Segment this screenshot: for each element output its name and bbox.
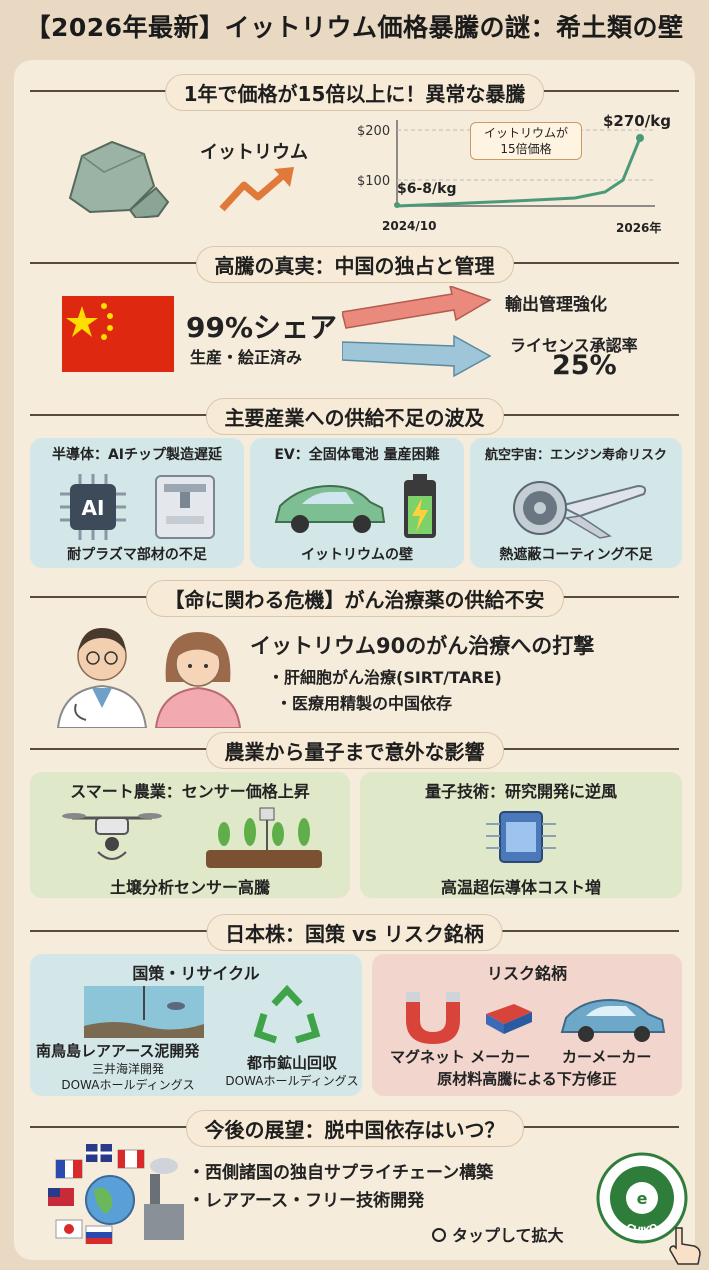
national-policy-card: 国策・リサイクル 南鳥島レアアース泥開発 三井海洋開発 DOWAホールディングス… xyxy=(30,954,362,1096)
car-icon xyxy=(560,998,666,1042)
smart-agri-card: スマート農業：センサー価格上昇 土壌分析センサー高騰 xyxy=(30,772,350,898)
urban-mining-label: 都市鉱山回収 xyxy=(246,1054,337,1072)
risk-stocks-card: リスク銘柄 マグネット メーカー カーメーカー 原材料高騰による下方修正 xyxy=(372,954,682,1096)
electric-car-icon xyxy=(274,484,386,533)
magnet-icon xyxy=(406,992,460,1044)
pointer-hand-icon xyxy=(669,1227,701,1265)
cancer-subtitle: イットリウム90のがん治療への打撃 xyxy=(250,634,595,658)
quantum-card: 量子技術：研究開発に逆風 高温超伝導体コスト増 xyxy=(360,772,682,898)
china-share: 99%シェア xyxy=(186,311,338,344)
china-flag-icon xyxy=(62,296,174,372)
section-heading: 日本株：国策 vs リスク銘柄 xyxy=(206,914,503,951)
card-caption: 耐プラズマ部材の不足 xyxy=(67,547,207,563)
jet-engine-icon xyxy=(513,481,647,539)
trend-up-arrow-icon xyxy=(219,167,294,212)
card-title: 国策・リサイクル xyxy=(132,964,260,983)
section-china-monopoly-header: 高騰の真実：中国の独占と管理 xyxy=(30,246,679,283)
section-outlook-header: 今後の展望：脱中国依存はいつ？ xyxy=(30,1110,679,1147)
license-rate-label: ライセンス承認率 xyxy=(510,336,638,355)
magnet-maker-label: マグネット メーカー xyxy=(390,1048,531,1066)
superconductor-icon xyxy=(486,811,556,863)
card-title: 航空宇宙：エンジン寿命リスク xyxy=(484,448,667,463)
section-heading: 1年で価格が15倍以上に！異常な暴騰 xyxy=(164,74,545,111)
outlook-bullet-1: ・西側諸国の独自サプライチェーン構築 xyxy=(188,1163,494,1183)
material-label: イットリウム xyxy=(200,142,308,163)
export-control-label: 輸出管理強化 xyxy=(505,295,607,315)
company-dowa-1: DOWAホールディングス xyxy=(61,1078,195,1092)
china-share-sub: 生産・絵正済み xyxy=(190,348,303,367)
svg-text:e: e xyxy=(637,1189,648,1208)
cancer-bullet-1: ・肝細胞がん治療(SIRT/TARE) xyxy=(268,668,502,687)
risk-caption: 原材料高騰による下方修正 xyxy=(437,1070,617,1088)
section-heading: 農業から量子まで意外な影響 xyxy=(205,732,504,769)
seabed-mining-icon xyxy=(84,986,204,1038)
y-tick-200: $200 xyxy=(357,124,390,139)
card-title: EV：全固体電池 量産困難 xyxy=(274,447,440,463)
end-point xyxy=(636,134,644,142)
drone-icon xyxy=(62,813,162,860)
ev-card: EV：全固体電池 量産困難 イットリウムの壁 xyxy=(250,438,464,568)
section-agri-quantum-header: 農業から量子まで意外な影響 xyxy=(30,732,679,769)
section-price-surge-header: 1年で価格が15倍以上に！異常な暴騰 xyxy=(30,74,679,111)
section-heading: 高騰の真実：中国の独占と管理 xyxy=(195,246,514,283)
recycle-icon xyxy=(253,984,321,1044)
patient-icon xyxy=(154,632,242,728)
company-mitsui: 三井海洋開発 xyxy=(91,1062,164,1076)
seabed-mining-label: 南鳥島レアアース泥開発 xyxy=(36,1042,200,1060)
machine-icon xyxy=(155,475,215,539)
card-caption: 土壌分析センサー高騰 xyxy=(109,878,270,897)
card-title: 半導体：AIチップ製造遅延 xyxy=(51,447,223,463)
price-line-chart: $200 $100 xyxy=(357,120,655,208)
magnifier-icon xyxy=(432,1228,446,1242)
semiconductor-card: 半導体：AIチップ製造遅延 AI 耐プラズマ部材の不足 xyxy=(30,438,244,568)
globe-flags-icon xyxy=(48,1144,184,1244)
section-heading: 【命に関わる危機】がん治療薬の供給不安 xyxy=(145,580,564,617)
echo-station-badge: e ECHO STATION CHIKO xyxy=(596,1152,688,1244)
license-rate-value: 25% xyxy=(552,350,617,381)
section-heading: 今後の展望：脱中国依存はいつ？ xyxy=(185,1110,524,1147)
card-caption: 熱遮蔽コーティング不足 xyxy=(499,547,653,563)
card-title: 量子技術：研究開発に逆風 xyxy=(424,782,617,801)
yttrium-rock-icon xyxy=(68,140,170,218)
bar-magnet-icon xyxy=(486,1004,532,1034)
crop-field-icon xyxy=(206,807,322,868)
aerospace-card: 航空宇宙：エンジン寿命リスク 熱遮蔽コーティング不足 xyxy=(470,438,682,568)
svg-text:CHIKO: CHIKO xyxy=(624,1222,660,1237)
section-industry-header: 主要産業への供給不足の波及 xyxy=(30,398,679,435)
battery-icon xyxy=(404,474,436,538)
ai-chip-icon: AI xyxy=(60,474,126,540)
chart-start-label: $6-8/kg xyxy=(397,181,457,197)
outlook-bullet-2: ・レアアース・フリー技術開発 xyxy=(188,1191,425,1211)
tap-to-zoom-link[interactable]: タップして拡大 xyxy=(432,1222,564,1246)
card-caption: 高温超伝導体コスト増 xyxy=(440,878,601,897)
chart-annotation: イットリウムが 15倍価格 xyxy=(470,122,582,160)
card-caption: イットリウムの壁 xyxy=(301,547,413,563)
chip-label: AI xyxy=(82,496,105,520)
x-tick-start: 2024/10 xyxy=(382,219,437,233)
section-cancer-treatment-header: 【命に関わる危機】がん治療薬の供給不安 xyxy=(30,580,679,617)
x-tick-end: 2026年 xyxy=(616,221,662,235)
policy-arrows xyxy=(342,286,492,378)
y-tick-100: $100 xyxy=(357,174,390,189)
chart-end-label: $270/kg xyxy=(603,112,671,130)
company-dowa-2: DOWAホールディングス xyxy=(225,1074,359,1088)
badge-bottom-text: CHIKO xyxy=(624,1222,660,1237)
card-title: リスク銘柄 xyxy=(486,964,567,983)
section-heading: 主要産業への供給不足の波及 xyxy=(205,398,504,435)
section-japan-stocks-header: 日本株：国策 vs リスク銘柄 xyxy=(30,914,679,951)
page-title: 【2026年最新】イットリウム価格暴騰の謎：希土類の壁 xyxy=(25,13,684,42)
start-point xyxy=(394,202,400,208)
cancer-bullet-2: ・医療用精製の中国依存 xyxy=(276,694,453,713)
card-title: スマート農業：センサー価格上昇 xyxy=(70,782,310,801)
car-maker-label: カーメーカー xyxy=(562,1048,652,1066)
doctor-icon xyxy=(56,628,148,728)
